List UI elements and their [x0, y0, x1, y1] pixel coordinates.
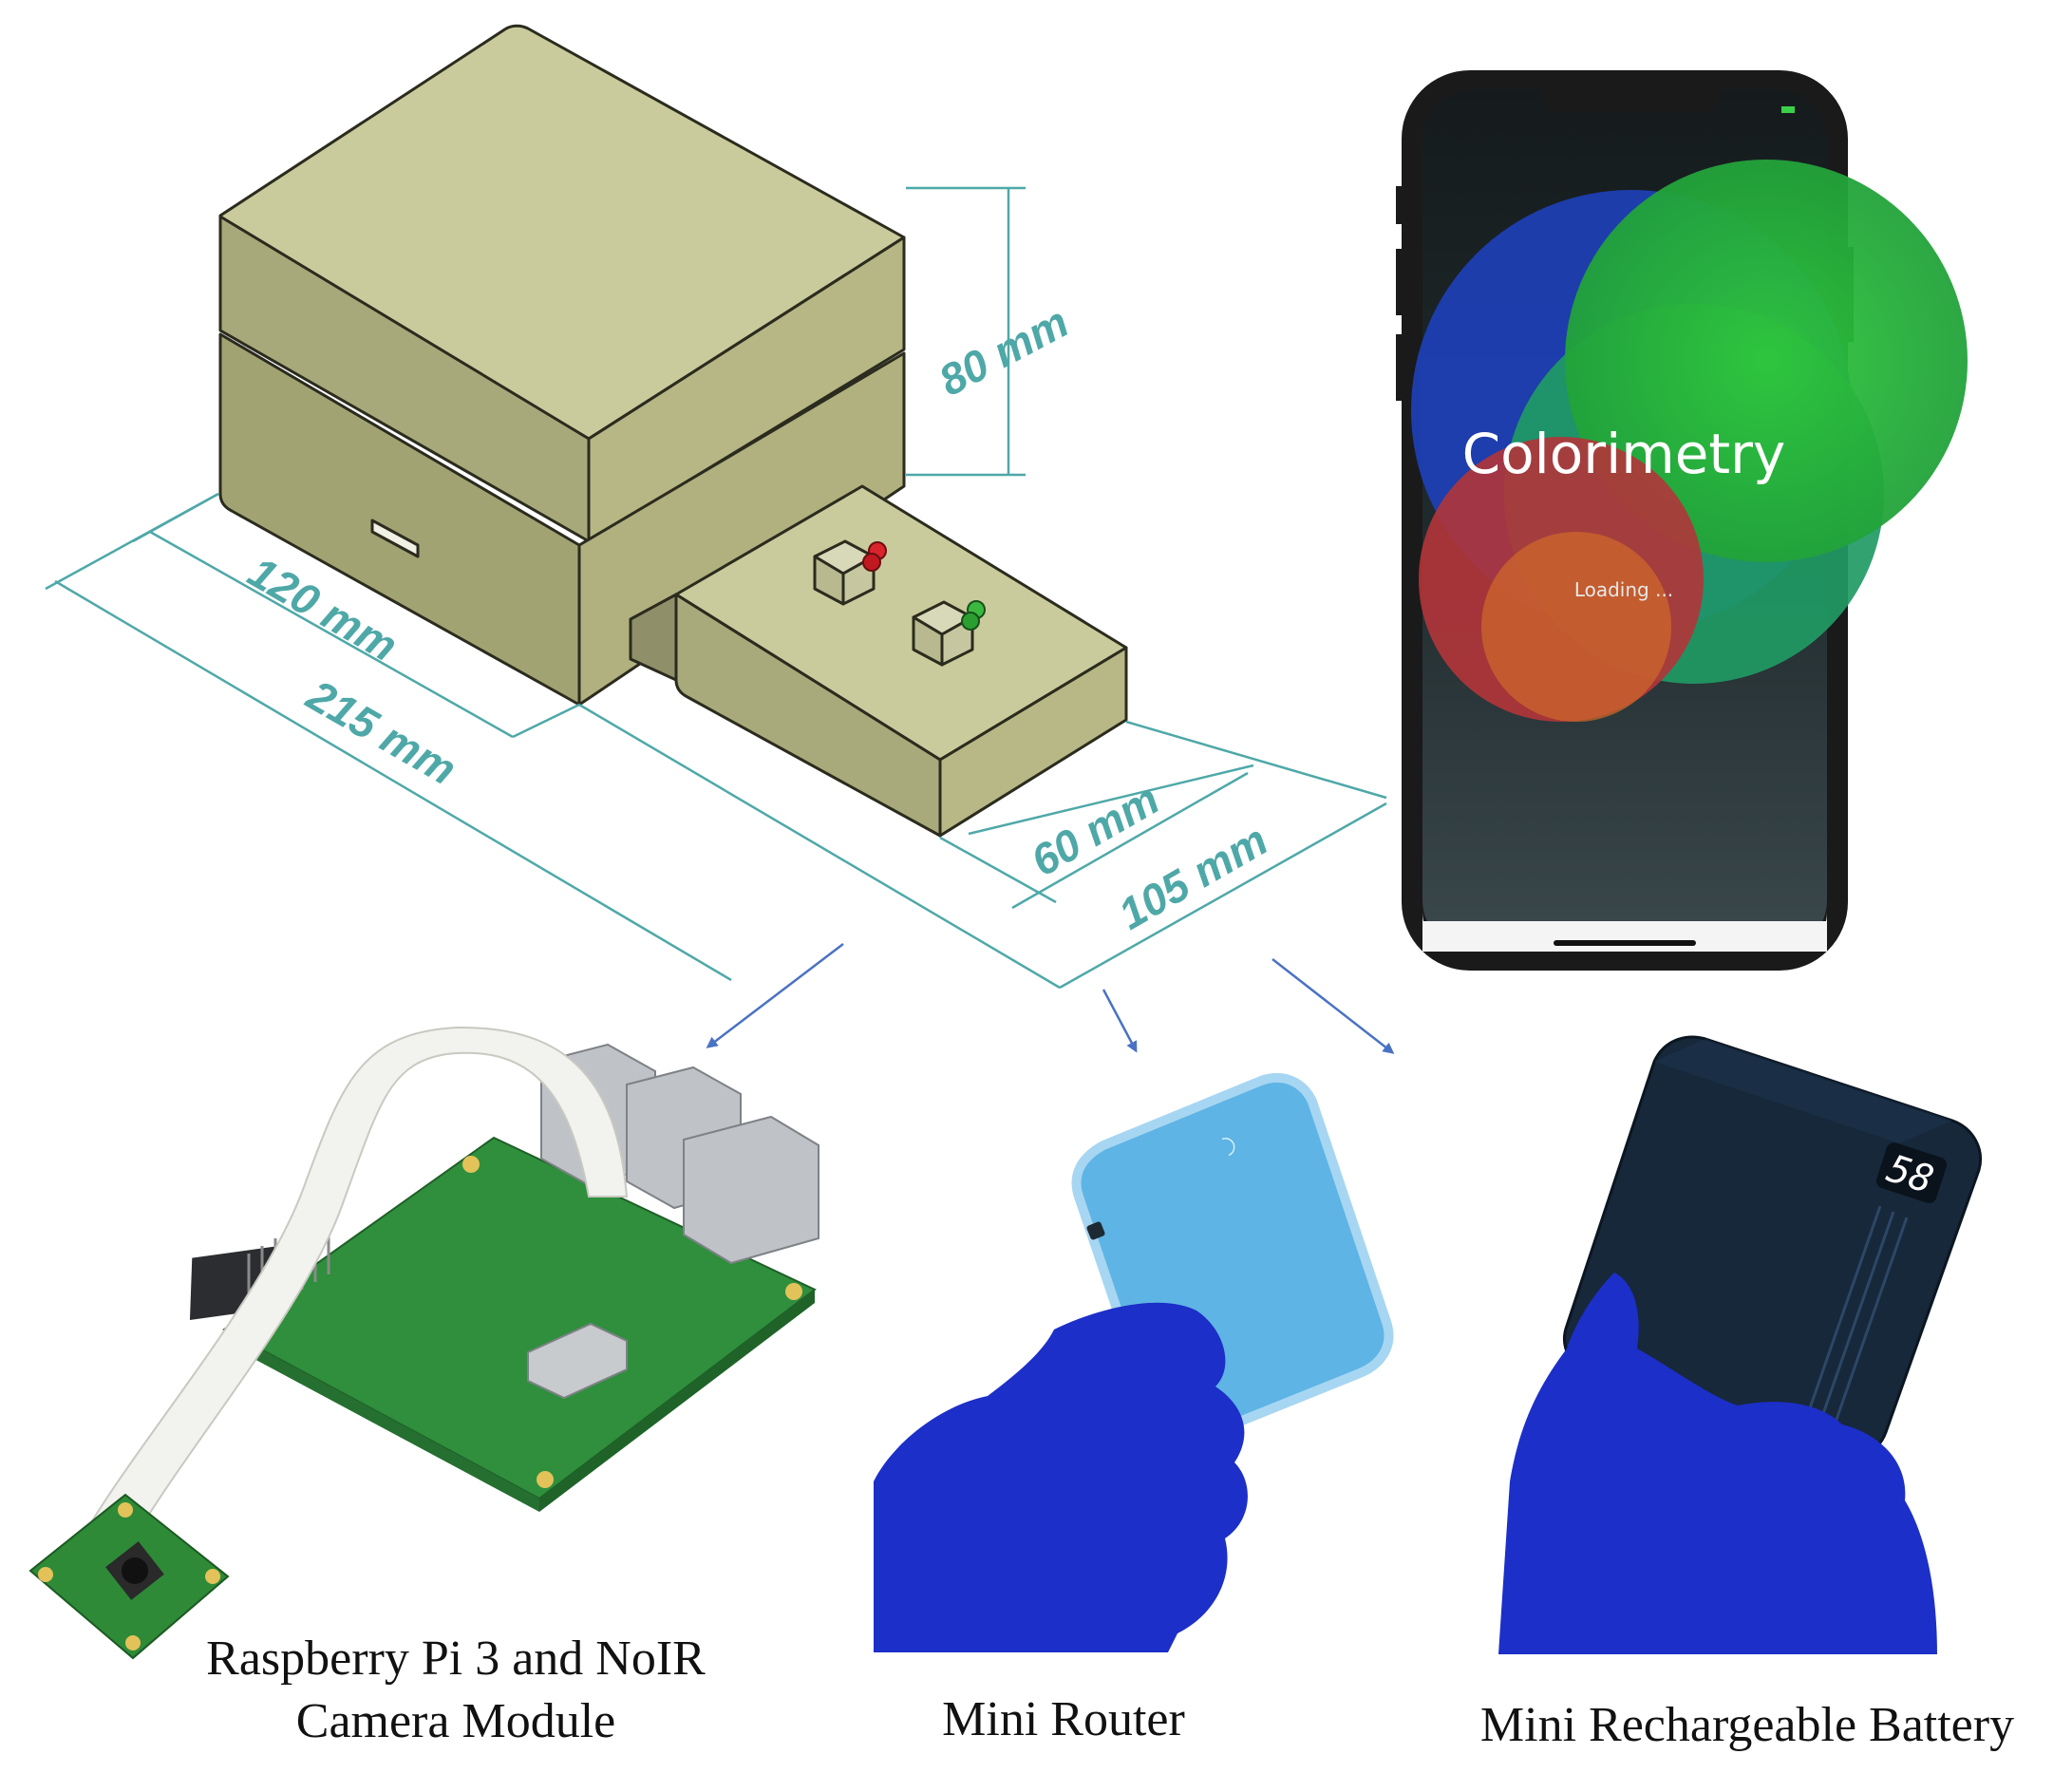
arm-width-dimension-label: 60 mm: [1023, 774, 1167, 886]
mini-router-photo: ◠: [874, 1073, 1394, 1652]
app-splash-circles: [1411, 160, 1968, 722]
caption-raspberry-line1: Raspberry Pi 3 and NoIR: [206, 1632, 706, 1686]
caption-raspberry-line2: Camera Module: [295, 1694, 616, 1748]
arrow-to-battery: [1271, 958, 1395, 1054]
power-bank-grooves: [1802, 1205, 1909, 1437]
power-bank-photo: 58: [1498, 1035, 1982, 1654]
raspberry-pi-board: [28, 1026, 819, 1660]
arrow-to-router: [1102, 989, 1138, 1053]
smartphone: Colorimetry Loading ...: [1396, 70, 1968, 971]
arm-right-face: [938, 646, 1128, 838]
caption-battery: Mini Rechargeable Battery: [1479, 1698, 2015, 1752]
loading-text: Loading ...: [1574, 578, 1673, 601]
battery-display-panel: [1875, 1142, 1948, 1203]
lid-right-face: [587, 236, 906, 543]
side-slot: [370, 519, 420, 558]
phone-notch: [1540, 89, 1721, 112]
battery-status-icon: [1781, 106, 1795, 113]
router-led: [1086, 1221, 1105, 1240]
ribbon-cable: [91, 1026, 629, 1542]
length-dimension-label: 215 mm: [298, 670, 464, 794]
hdmi-port: [527, 1322, 628, 1400]
dimension-lines: [45, 186, 1387, 990]
base-left-face: [218, 332, 581, 707]
arrow-to-raspberry: [706, 943, 844, 1048]
camera-module: [28, 1493, 230, 1660]
arm-notch: [629, 593, 678, 682]
green-button: [912, 600, 986, 667]
router-hand-glove: [874, 1302, 1248, 1652]
app-title: Colorimetry: [1462, 422, 1786, 486]
red-button: [813, 539, 887, 606]
height-dimension-label: 80 mm: [931, 296, 1076, 405]
home-indicator: [1554, 940, 1696, 946]
enclosure-model: [218, 24, 1128, 838]
component-arrows: [706, 943, 1395, 1054]
caption-router: Mini Router: [942, 1692, 1185, 1746]
battery-hand-glove: [1498, 1273, 1937, 1654]
